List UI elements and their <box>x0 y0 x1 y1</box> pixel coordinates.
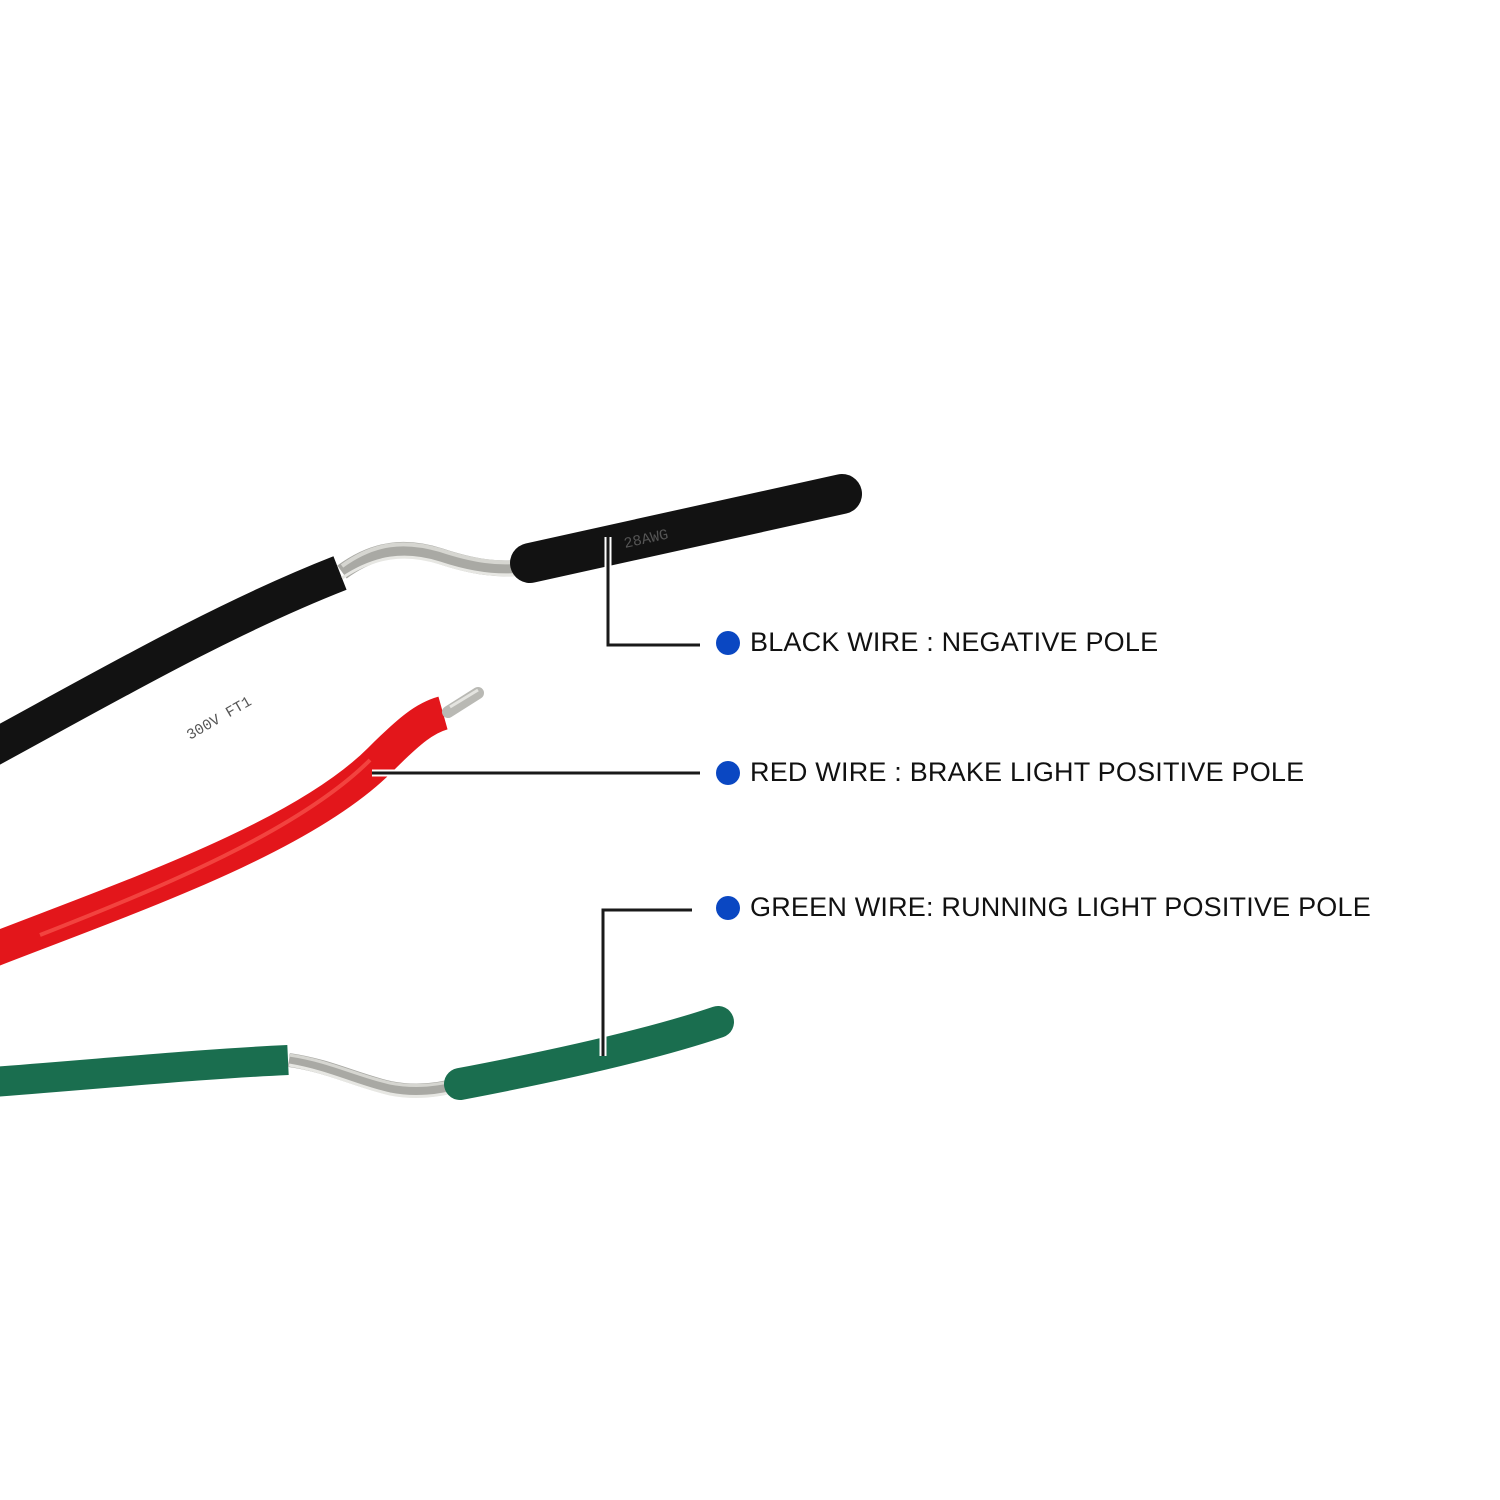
bullet-icon <box>716 895 740 920</box>
bullet-icon <box>716 630 740 655</box>
label-black-text: BLACK WIRE : NEGATIVE POLE <box>750 627 1159 657</box>
label-green-text: GREEN WIRE: RUNNING LIGHT POSITIVE POLE <box>750 892 1371 922</box>
red-wire <box>0 687 484 966</box>
label-red-wire: RED WIRE : BRAKE LIGHT POSITIVE POLE <box>716 757 1304 788</box>
leader-lines <box>372 537 700 1056</box>
green-wire <box>0 1006 734 1100</box>
black-wire-print-a: 300V FT1 <box>184 694 255 745</box>
label-black-wire: BLACK WIRE : NEGATIVE POLE <box>716 627 1158 658</box>
label-red-text: RED WIRE : BRAKE LIGHT POSITIVE POLE <box>750 757 1305 787</box>
label-green-wire: GREEN WIRE: RUNNING LIGHT POSITIVE POLE <box>716 892 1371 923</box>
bullet-icon <box>716 760 740 785</box>
leader-line-green <box>601 908 692 1056</box>
leader-line-black <box>606 537 700 647</box>
